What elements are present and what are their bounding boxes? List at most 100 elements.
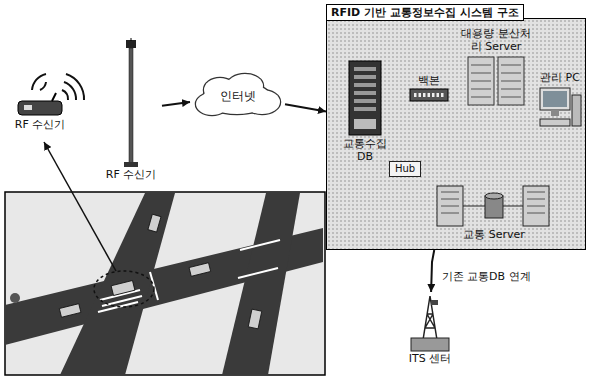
rack-unit — [471, 97, 491, 98]
connector — [431, 250, 434, 292]
drawing-part — [238, 268, 278, 278]
traffic-server: 교통 Server — [419, 184, 569, 241]
switch-port — [437, 93, 440, 97]
its-tower-icon — [405, 292, 455, 352]
rack-server-icon — [464, 55, 528, 107]
pc-monitor — [540, 88, 570, 110]
drive-bay — [354, 99, 376, 103]
drawing-part — [98, 240, 280, 312]
server-tower — [437, 186, 463, 226]
system-box: 교통수집 DB 백본 대용량 분산처리 Server 관리 PC Hub 교통 Serve… — [326, 18, 586, 250]
device-antenna — [52, 93, 56, 101]
server-slot — [441, 192, 459, 193]
server-pair-icon — [419, 184, 569, 228]
drawing-part — [248, 309, 262, 329]
pc-screen — [543, 91, 567, 107]
drawing-part — [62, 90, 68, 100]
rack-unit — [471, 73, 491, 74]
node-label: 백본 — [407, 74, 451, 87]
connector — [285, 104, 326, 111]
drawing-part — [5, 192, 325, 375]
pc-icon — [538, 87, 582, 129]
drawing-part — [148, 214, 161, 232]
drive-bay — [354, 75, 376, 79]
switch-port — [423, 93, 426, 97]
node-label: 교통 Server — [419, 228, 569, 241]
node-label: 교통수집 DB — [335, 137, 395, 163]
drawing-part — [59, 304, 81, 318]
node-label: Hub — [389, 161, 421, 177]
system-title: RFID 기반 교통정보수집 시스템 구조 — [326, 4, 524, 21]
drawing-part — [10, 293, 20, 303]
drawing-part — [94, 271, 154, 307]
connector — [162, 102, 190, 106]
server-tower — [523, 186, 549, 226]
pc-stand — [551, 110, 559, 116]
drawing-part — [44, 142, 116, 271]
switch-port — [428, 93, 431, 97]
backbone-switch: 백본 — [407, 74, 451, 103]
node-label: 관리 PC — [537, 71, 583, 84]
pole-base — [124, 162, 138, 167]
its-building — [411, 338, 449, 351]
node-label: RF 수신기 — [10, 118, 70, 131]
node-label: ITS 센터 — [400, 352, 460, 365]
device-led — [24, 105, 32, 110]
edge-label: 기존 교통DB 연계 — [440, 270, 533, 283]
rf-transmitter-icon — [12, 92, 68, 118]
server-slot — [441, 199, 459, 200]
drive-bay — [354, 67, 376, 71]
rack-unit — [501, 65, 521, 66]
drive-bay — [354, 91, 376, 95]
rack-unit — [501, 89, 521, 90]
pole-shaft — [129, 48, 133, 166]
tower-lattice — [423, 296, 437, 340]
rf-device: RF 수신기 — [10, 92, 70, 131]
switch-port — [441, 93, 444, 97]
hub-box: Hub — [389, 161, 421, 177]
intersection-illustration — [5, 142, 325, 375]
drawing-part — [189, 263, 211, 277]
rack-unit — [501, 81, 521, 82]
drawing-part — [111, 280, 135, 295]
drawing-part — [222, 193, 300, 375]
tower-dish — [431, 300, 438, 305]
server-tower-icon — [347, 59, 383, 137]
rack-unit — [501, 73, 521, 74]
drive-bay — [354, 107, 376, 111]
rack-unit — [471, 89, 491, 90]
rack-unit — [501, 97, 521, 98]
node-label: 대용량 분산처리 Server — [460, 27, 532, 53]
its-center: ITS 센터 — [400, 292, 460, 365]
server-slot — [527, 192, 545, 193]
drawing-part — [66, 74, 84, 100]
drawing-part — [59, 214, 261, 329]
device-body — [18, 101, 62, 115]
node-label: RF 수신기 — [100, 168, 162, 181]
cluster-server: 대용량 분산처리 Server — [460, 27, 532, 107]
tower-panel — [354, 119, 376, 129]
switch-body — [410, 89, 448, 101]
node-label: 인터넷 — [190, 89, 285, 103]
pole-icon — [119, 38, 143, 168]
pole-antenna — [126, 40, 136, 48]
drawing-part — [32, 74, 46, 90]
server-slot — [441, 206, 459, 207]
switch-port — [414, 93, 417, 97]
rack-unit — [471, 81, 491, 82]
pole-tip — [131, 38, 132, 41]
server-slot — [527, 206, 545, 207]
admin-pc: 관리 PC — [537, 71, 583, 129]
drawing-part — [60, 193, 175, 375]
rack-cabinet — [498, 57, 524, 105]
drawing-part — [64, 82, 76, 100]
switch-port — [419, 93, 422, 97]
db-top — [485, 193, 503, 199]
pc-keyboard — [540, 119, 570, 126]
server-slot — [527, 213, 545, 214]
radio-waves — [32, 74, 84, 100]
drive-bay — [354, 83, 376, 87]
drawing-part — [240, 240, 280, 250]
